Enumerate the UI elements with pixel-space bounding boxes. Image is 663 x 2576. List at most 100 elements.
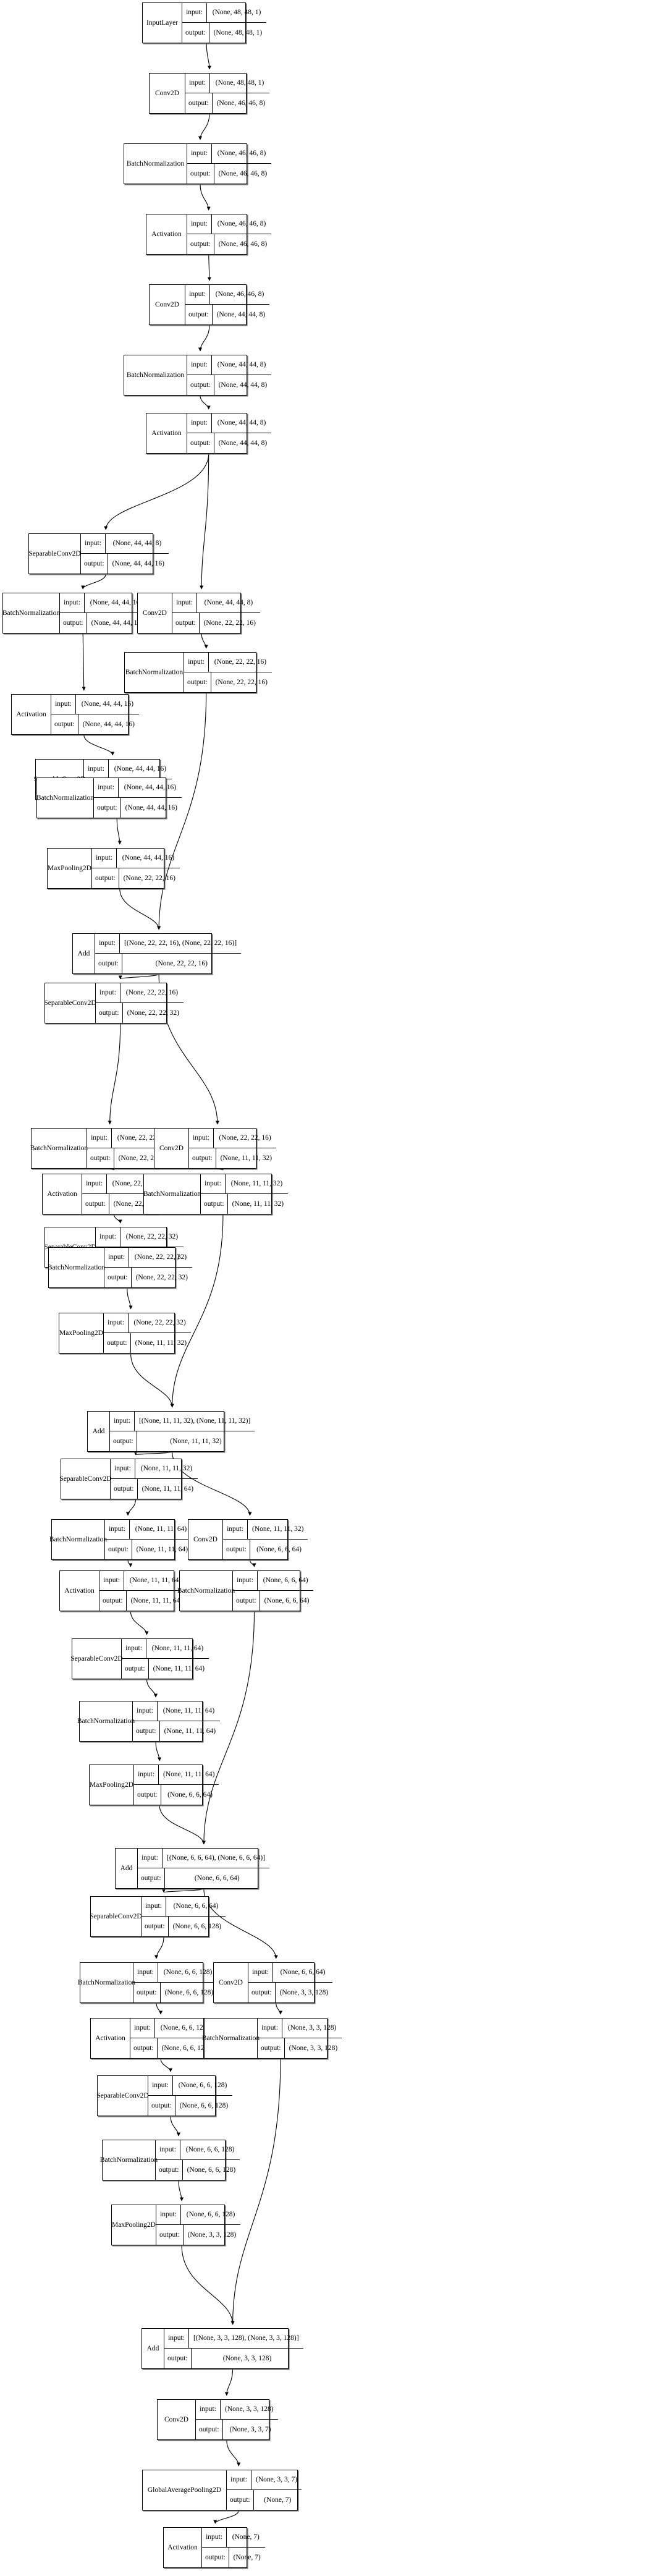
graph-edge [109,1166,116,1171]
layer-io-table: input:(None, 11, 11, 64)output:(None, 11… [105,1520,193,1559]
layer-type-label: SeparableConv2D [70,1639,123,1679]
layer-input-row: input:(None, 6, 6, 64) [141,1897,226,1917]
layer-input-row: input:(None, 7) [202,2528,265,2548]
layer-output-row: output:(None, 22, 22, 16) [172,613,260,633]
layer-input-label: input: [122,1639,146,1658]
layer-output-shape: (None, 11, 11, 32) [220,1154,272,1162]
layer-type-label: MaxPooling2D [112,2205,156,2245]
graph-edge [200,395,211,410]
layer-input-label: input: [134,1765,159,1784]
layer-io-table: input:(None, 46, 46, 8)output:(None, 46,… [187,144,272,184]
layer-input-row: input:(None, 22, 22, 16) [189,1129,277,1148]
layer-input-shape: (None, 3, 3, 128) [225,2405,274,2413]
layer-input-shape: (None, 6, 6, 128) [160,2024,209,2032]
graph-edge [217,1166,225,1171]
layer-output-label: output: [133,1721,160,1741]
layer-output-label: output: [182,23,209,43]
layer-input-shape: (None, 6, 6, 64) [280,1968,326,1976]
layer-output-row: output:(None, 44, 44, 8) [185,305,269,324]
layer-output-label: output: [187,164,214,184]
layer-type-label: BatchNormalization [202,2019,260,2058]
layer-input-shape: (None, 6, 6, 128) [185,2146,235,2154]
layer-input-shape: (None, 11, 11, 64) [135,1525,187,1533]
layer-output-row: output:(None, 22, 22, 16) [92,868,180,888]
layer-output-row: output:(None, 11, 11, 64) [99,1591,187,1611]
layer-output-shape: (None, 44, 44, 16) [112,559,164,567]
layer-output-shape: (None, 44, 44, 8) [216,310,266,318]
layer-input-row: input:(None, 3, 3, 7) [227,2470,302,2490]
layer-type-label: Conv2D [138,593,172,633]
layer-input-row: input:(None, 11, 11, 32) [111,1459,198,1479]
layer-type-label: BatchNormalization [124,144,187,184]
layer-input-label: input: [202,2528,227,2547]
layer-output-label: output: [201,1194,228,1214]
layer-type-label: MaxPooling2D [90,1765,134,1805]
layer-output-shape: (None, 6, 6, 128) [164,1988,214,1996]
graph-edge [160,2058,173,2072]
layer-output-row: output:(None, 44, 44, 16) [81,554,169,574]
layer-input-shape: (None, 44, 44, 16) [122,854,175,862]
layer-output-shape: (None, 11, 11, 64) [130,1596,183,1604]
layer-input-row: input:(None, 6, 6, 128) [148,2076,233,2096]
layer-output-shape: (None, 7) [264,2496,292,2504]
layer-output-label: output: [51,714,78,734]
layer-output-row: output:(None, 46, 46, 8) [187,234,271,254]
layer-io-table: input:(None, 6, 6, 64)output:(None, 6, 6… [141,1897,226,1936]
layer-type-label: Conv2D [150,74,185,113]
layer-output-row: output:(None, 6, 6, 128) [156,2160,240,2180]
layer-input-shape: (None, 46, 46, 8) [217,220,266,228]
layer-type-label: BatchNormalization [78,1963,135,2002]
layer-io-table: input:(None, 6, 6, 64)output:(None, 3, 3… [248,1963,333,2002]
layer-io-table: input:(None, 44, 44, 16)output:(None, 44… [60,593,148,633]
graph-edge [249,1559,256,1567]
layer-output-shape: (None, 6, 6, 64) [167,1790,213,1799]
layer-output-shape: (None, 22, 22, 16) [215,678,268,686]
layer-output-row: output:(None, 6, 6, 64) [223,1540,308,1559]
layer-input-label: input: [138,1849,163,1868]
